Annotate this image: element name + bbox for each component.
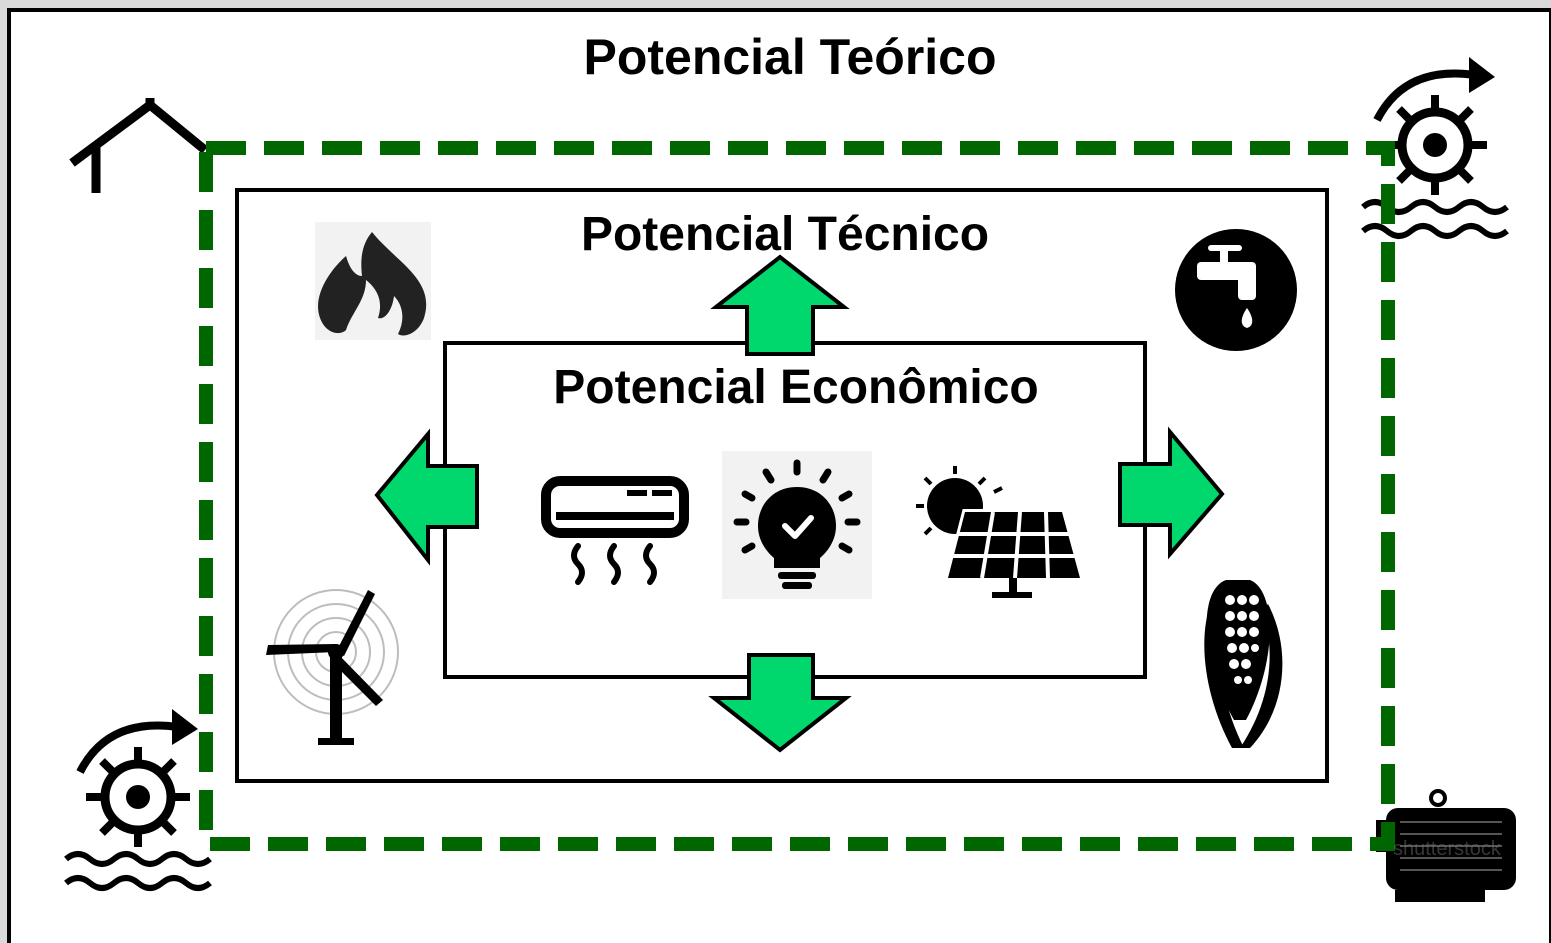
arrow-left [374,428,479,566]
corn-icon [1204,580,1283,748]
house-icon [69,98,208,193]
title-potencial-teorico: Potencial Teórico [583,29,997,85]
title-potencial-economico: Potencial Econômico [553,361,1039,414]
fire-icon [315,222,431,340]
water-wheel-icon-bottom [64,709,212,891]
water-tap-icon [1175,229,1297,351]
watermark: shutterstock [1393,838,1501,860]
dashed-boundary [199,141,1395,851]
light-bulb-icon [722,451,872,599]
title-potencial-tecnico: Potencial Técnico [580,208,990,261]
wind-turbine-icon [266,589,399,745]
arrow-right [1118,426,1225,560]
arrow-up [710,254,850,356]
air-conditioner-icon [541,476,689,585]
solar-panel-icon [916,466,1084,598]
arrow-down [708,653,852,753]
